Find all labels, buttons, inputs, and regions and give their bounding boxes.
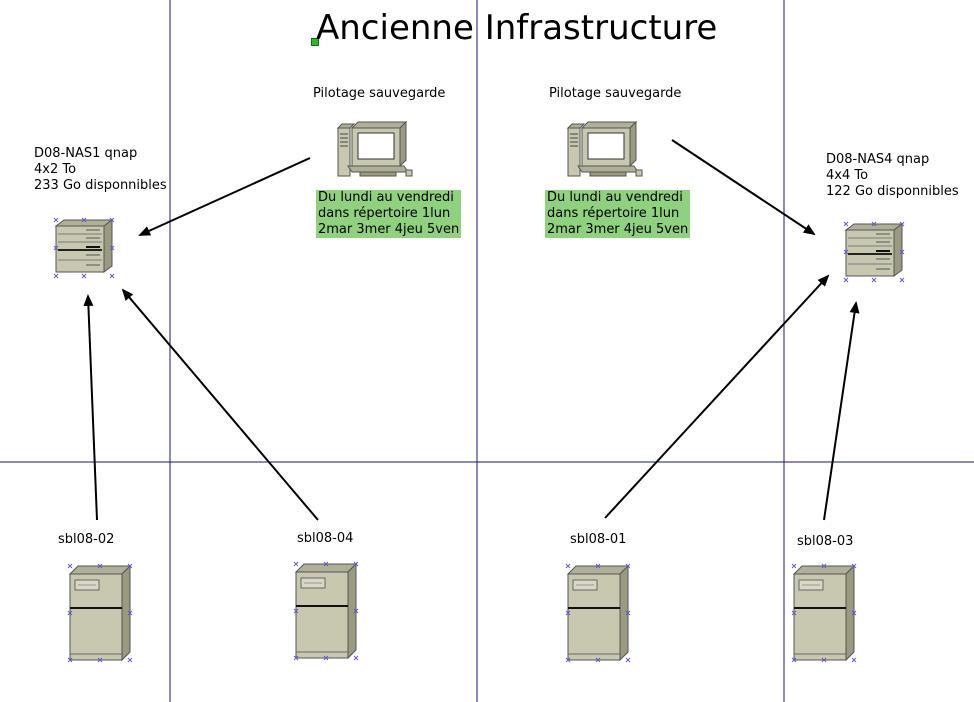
- nas-right-disks: 4x4 To: [826, 168, 869, 183]
- nas-left-name: D08-NAS1 qnap: [34, 146, 138, 161]
- nas-right-free: 122 Go disponnibles: [826, 184, 959, 199]
- pilot-right-note-line-3: 2mar 3mer 4jeu 5ven: [547, 222, 689, 237]
- nas-left-free: 233 Go disponnibles: [34, 178, 167, 193]
- server-sbl08-04-icon[interactable]: [295, 563, 357, 659]
- server-sbl08-02-icon[interactable]: [69, 565, 131, 661]
- server-label-sbl08-02: sbl08-02: [58, 532, 115, 547]
- selection-handles: [53, 217, 905, 663]
- server-sbl08-03-icon[interactable]: [793, 565, 855, 661]
- nas-left-info: D08-NAS1 qnap 4x2 To 233 Go disponnibles: [34, 146, 167, 194]
- server-label-sbl08-04: sbl08-04: [297, 531, 354, 546]
- pilot-right-note-line-2: dans répertoire 1lun: [547, 206, 680, 221]
- pilot-left-note-line-2: dans répertoire 1lun: [318, 206, 451, 221]
- pilot-right-computer-icon[interactable]: [567, 121, 643, 177]
- server-sbl08-01-icon[interactable]: [567, 565, 629, 661]
- pilot-left-note-line-3: 2mar 3mer 4jeu 5ven: [318, 222, 460, 237]
- arrow-sbl08-04-to-nas1: [121, 288, 319, 521]
- nas-right-info: D08-NAS4 qnap 4x4 To 122 Go disponnibles: [826, 152, 959, 200]
- page-title: Ancienne Infrastructure: [316, 8, 718, 48]
- nas-left-disks: 4x2 To: [34, 162, 77, 177]
- nas-right-name: D08-NAS4 qnap: [826, 152, 930, 167]
- arrow-pilot-left-to-nas1: [138, 157, 311, 236]
- nas-right-device-icon[interactable]: [845, 223, 903, 277]
- connections: [83, 139, 860, 521]
- pilot-right-label: Pilotage sauvegarde: [549, 86, 682, 101]
- arrow-sbl08-02-to-nas1: [83, 294, 98, 521]
- title-selection-handle: [311, 38, 319, 46]
- pilot-left-label: Pilotage sauvegarde: [313, 86, 446, 101]
- pilot-right-note-line-1: Du lundi au vendredi: [547, 190, 683, 205]
- arrow-sbl08-03-to-nas4: [823, 301, 860, 521]
- pilot-left-computer-icon[interactable]: [337, 121, 413, 177]
- server-label-sbl08-01: sbl08-01: [570, 532, 627, 547]
- arrow-sbl08-01-to-nas4: [604, 274, 830, 519]
- server-label-sbl08-03: sbl08-03: [797, 534, 854, 549]
- pilot-right-note: Du lundi au vendredi dans répertoire 1lu…: [545, 190, 691, 238]
- arrow-pilot-right-to-nas4: [671, 139, 816, 236]
- pilot-left-note: Du lundi au vendredi dans répertoire 1lu…: [316, 190, 462, 238]
- pilot-left-note-line-1: Du lundi au vendredi: [318, 190, 454, 205]
- nas-left-device-icon[interactable]: [55, 219, 113, 273]
